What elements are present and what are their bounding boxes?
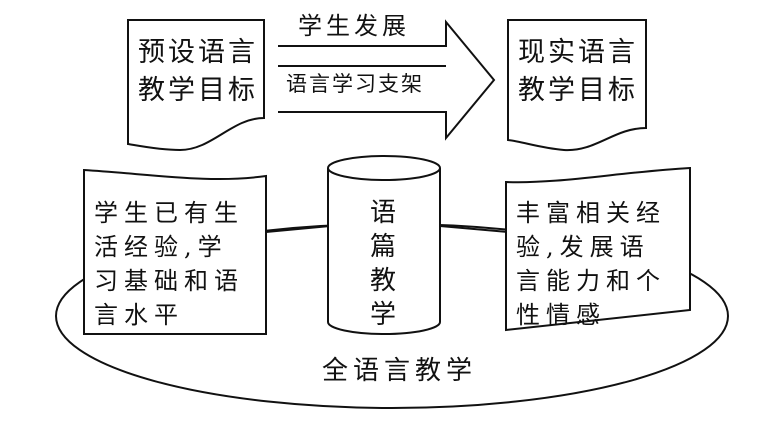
student-development-label: 学生发展 [298, 12, 410, 40]
bottom-right-document-shape [505, 166, 691, 332]
preset-language-goal-text: 预设语言 教学目标 [138, 37, 258, 106]
connector-line-right [439, 225, 509, 233]
actual-language-goal-text: 现实语言 教学目标 [518, 37, 638, 106]
language-scaffold-label: 语言学习支架 [286, 72, 424, 96]
development-arrow-shape [278, 19, 496, 141]
discourse-cylinder-top [327, 155, 441, 181]
emotion-development-text: 丰富相关经 验,发展语 言能力和个 性情感 [516, 199, 666, 329]
whole-language-teaching-label: 全语言教学 [322, 356, 478, 386]
bottom-left-document-shape [83, 168, 267, 335]
student-experience-text: 学生已有生 活经验,学 习基础和语 言水平 [94, 199, 244, 329]
discourse-teaching-text: 语 篇 教 学 [370, 198, 397, 330]
top-right-document-shape [507, 19, 647, 152]
connector-line-left [265, 225, 331, 233]
top-left-document-shape [127, 19, 265, 152]
discourse-cylinder-body [327, 168, 441, 335]
